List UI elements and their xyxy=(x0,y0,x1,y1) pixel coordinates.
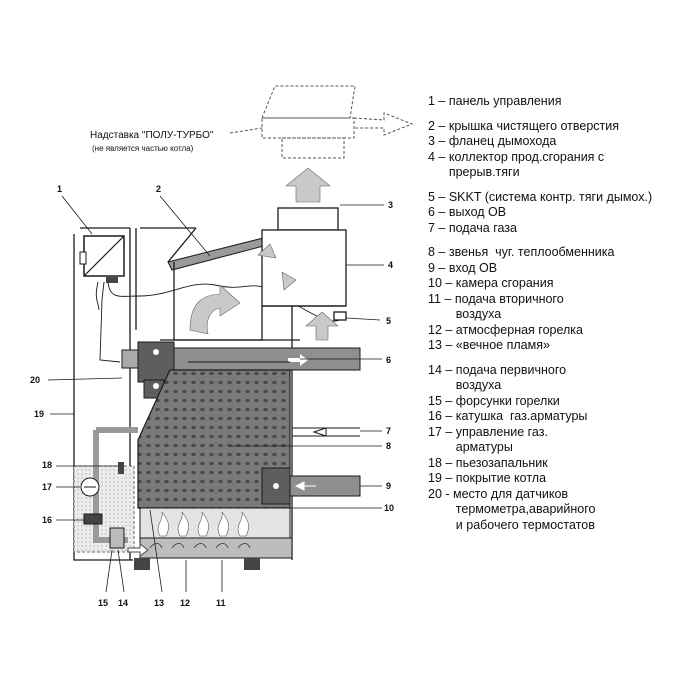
legend-item-20: 20 - место для датчиков термометра,авари… xyxy=(428,486,596,532)
callout-15: 15 xyxy=(98,598,108,608)
flue-collector xyxy=(160,207,347,341)
callout-19: 19 xyxy=(34,409,44,419)
callout-3: 3 xyxy=(388,200,393,210)
legend-item-15: 15 – форсунки горелки xyxy=(428,393,560,408)
legend-item-12: 12 – атмосферная горелка xyxy=(428,322,583,337)
callout-1: 1 xyxy=(57,184,62,194)
legend-item-13: 13 – «вечное пламя» xyxy=(428,338,550,352)
callout-13: 13 xyxy=(154,598,164,608)
internal-flow-arrow-1 xyxy=(189,284,241,335)
legend: 1 – панель управления 2 – крышка чистяще… xyxy=(428,94,696,533)
legend-item-4: 4 – коллектор прод.сгорания с прерыв.тяг… xyxy=(428,149,605,180)
callout-12: 12 xyxy=(180,598,190,608)
callout-17: 17 xyxy=(42,482,52,492)
callout-7: 7 xyxy=(386,426,391,436)
callout-2: 2 xyxy=(156,184,161,194)
legend-item-17: 17 – управление газ. арматуры xyxy=(428,424,548,455)
legend-item-16: 16 – катушка газ.арматуры xyxy=(428,409,588,423)
legend-item-7: 7 – подача газа xyxy=(428,220,517,235)
legend-item-5: 5 – SKKT (система контр. тяги дымох.) xyxy=(428,189,653,204)
internal-flow-arrow-3 xyxy=(281,271,297,291)
burner-flames xyxy=(157,511,249,537)
leader-lines xyxy=(47,195,384,593)
callout-8: 8 xyxy=(386,441,391,451)
legend-item-18: 18 – пьезозапальник xyxy=(428,455,548,470)
draft-arrow xyxy=(305,311,339,341)
callout-20: 20 xyxy=(30,375,40,385)
legend-item-11: 11 – подача вторичного воздуха xyxy=(428,291,564,322)
legend-item-1: 1 – панель управления xyxy=(428,94,562,108)
callout-10: 10 xyxy=(384,503,394,513)
legend-item-14: 14 – подача первичного воздуха xyxy=(428,362,567,393)
legend-item-2: 2 – крышка чистящего отверстия xyxy=(428,118,620,133)
control-panel xyxy=(79,235,125,283)
legend-item-10: 10 – камера сгорания xyxy=(428,276,554,290)
callout-9: 9 xyxy=(386,481,391,491)
callout-5: 5 xyxy=(386,316,391,326)
internal-flow-arrow-2 xyxy=(257,243,277,259)
legend-item-9: 9 – вход ОВ xyxy=(428,260,498,275)
gas-supply xyxy=(292,427,360,437)
wiring xyxy=(95,281,343,363)
outflow-pipe xyxy=(121,341,361,399)
legend-item-3: 3 – фланец дымохода xyxy=(428,134,557,148)
callout-labels: 1 2 3 4 5 6 7 8 9 10 11 12 13 14 15 16 1… xyxy=(30,184,394,608)
flue-gas-arrows xyxy=(189,167,339,341)
flue-up-arrow xyxy=(285,167,331,203)
inflow-pipe xyxy=(261,467,361,505)
attachment-subtitle: (не является частью котла) xyxy=(92,144,194,153)
callout-4: 4 xyxy=(388,260,393,270)
callout-11: 11 xyxy=(216,598,226,608)
polu-turbo-attachment xyxy=(229,85,414,159)
callout-16: 16 xyxy=(42,515,52,525)
legend-item-8: 8 – звенья чуг. теплообменника xyxy=(428,245,615,259)
callout-18: 18 xyxy=(42,460,52,470)
gas-valve-assembly xyxy=(73,427,149,557)
legend-item-6: 6 – выход ОВ xyxy=(428,205,507,219)
callout-6: 6 xyxy=(386,355,391,365)
callout-14: 14 xyxy=(118,598,128,608)
attachment-title: Надставка "ПОЛУ-ТУРБО" xyxy=(90,130,214,141)
combustion-chamber xyxy=(139,507,291,539)
legend-item-19: 19 – покрытие котла xyxy=(428,471,547,485)
